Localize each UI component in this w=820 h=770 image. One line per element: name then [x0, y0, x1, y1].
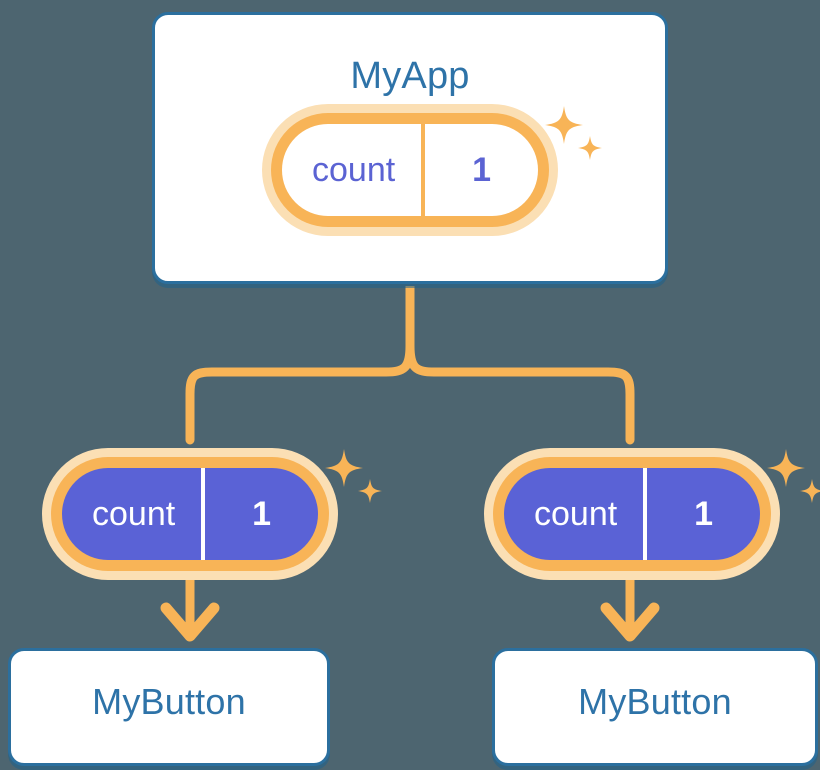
pill-body: count 1 — [282, 124, 538, 216]
component-card-mybutton-left[interactable]: MyButton — [8, 648, 330, 766]
state-pill-myapp[interactable]: count 1 — [262, 104, 558, 236]
state-key-label: count — [312, 150, 396, 189]
state-key-label: count — [92, 494, 176, 533]
arrow-down-icon — [160, 578, 220, 642]
branch-connector-icon — [185, 286, 635, 445]
sparkle-large-icon — [767, 449, 805, 487]
sparkle-small-icon — [358, 479, 382, 503]
sparkle-small-icon — [800, 479, 820, 503]
sparkle-large-icon — [325, 449, 363, 487]
state-value-label: 1 — [643, 468, 760, 560]
page-title: MyApp — [350, 55, 470, 97]
component-title: MyButton — [578, 681, 732, 722]
arrow-down-icon — [600, 578, 660, 642]
sparkle-large-icon — [545, 106, 583, 144]
sparkle-group — [767, 449, 820, 503]
state-key-label: count — [534, 494, 618, 533]
state-value-label: 1 — [421, 124, 538, 216]
sparkle-group — [545, 106, 602, 160]
sparkle-group — [325, 449, 382, 503]
sparkle-small-icon — [578, 136, 602, 160]
pill-body: count 1 — [62, 468, 318, 560]
state-pill-mybutton-left[interactable]: count 1 — [42, 448, 338, 580]
component-title: MyButton — [92, 681, 246, 722]
state-pill-mybutton-right[interactable]: count 1 — [484, 448, 780, 580]
pill-body: count 1 — [504, 468, 760, 560]
state-value-label: 1 — [201, 468, 318, 560]
component-card-mybutton-right[interactable]: MyButton — [492, 648, 818, 766]
